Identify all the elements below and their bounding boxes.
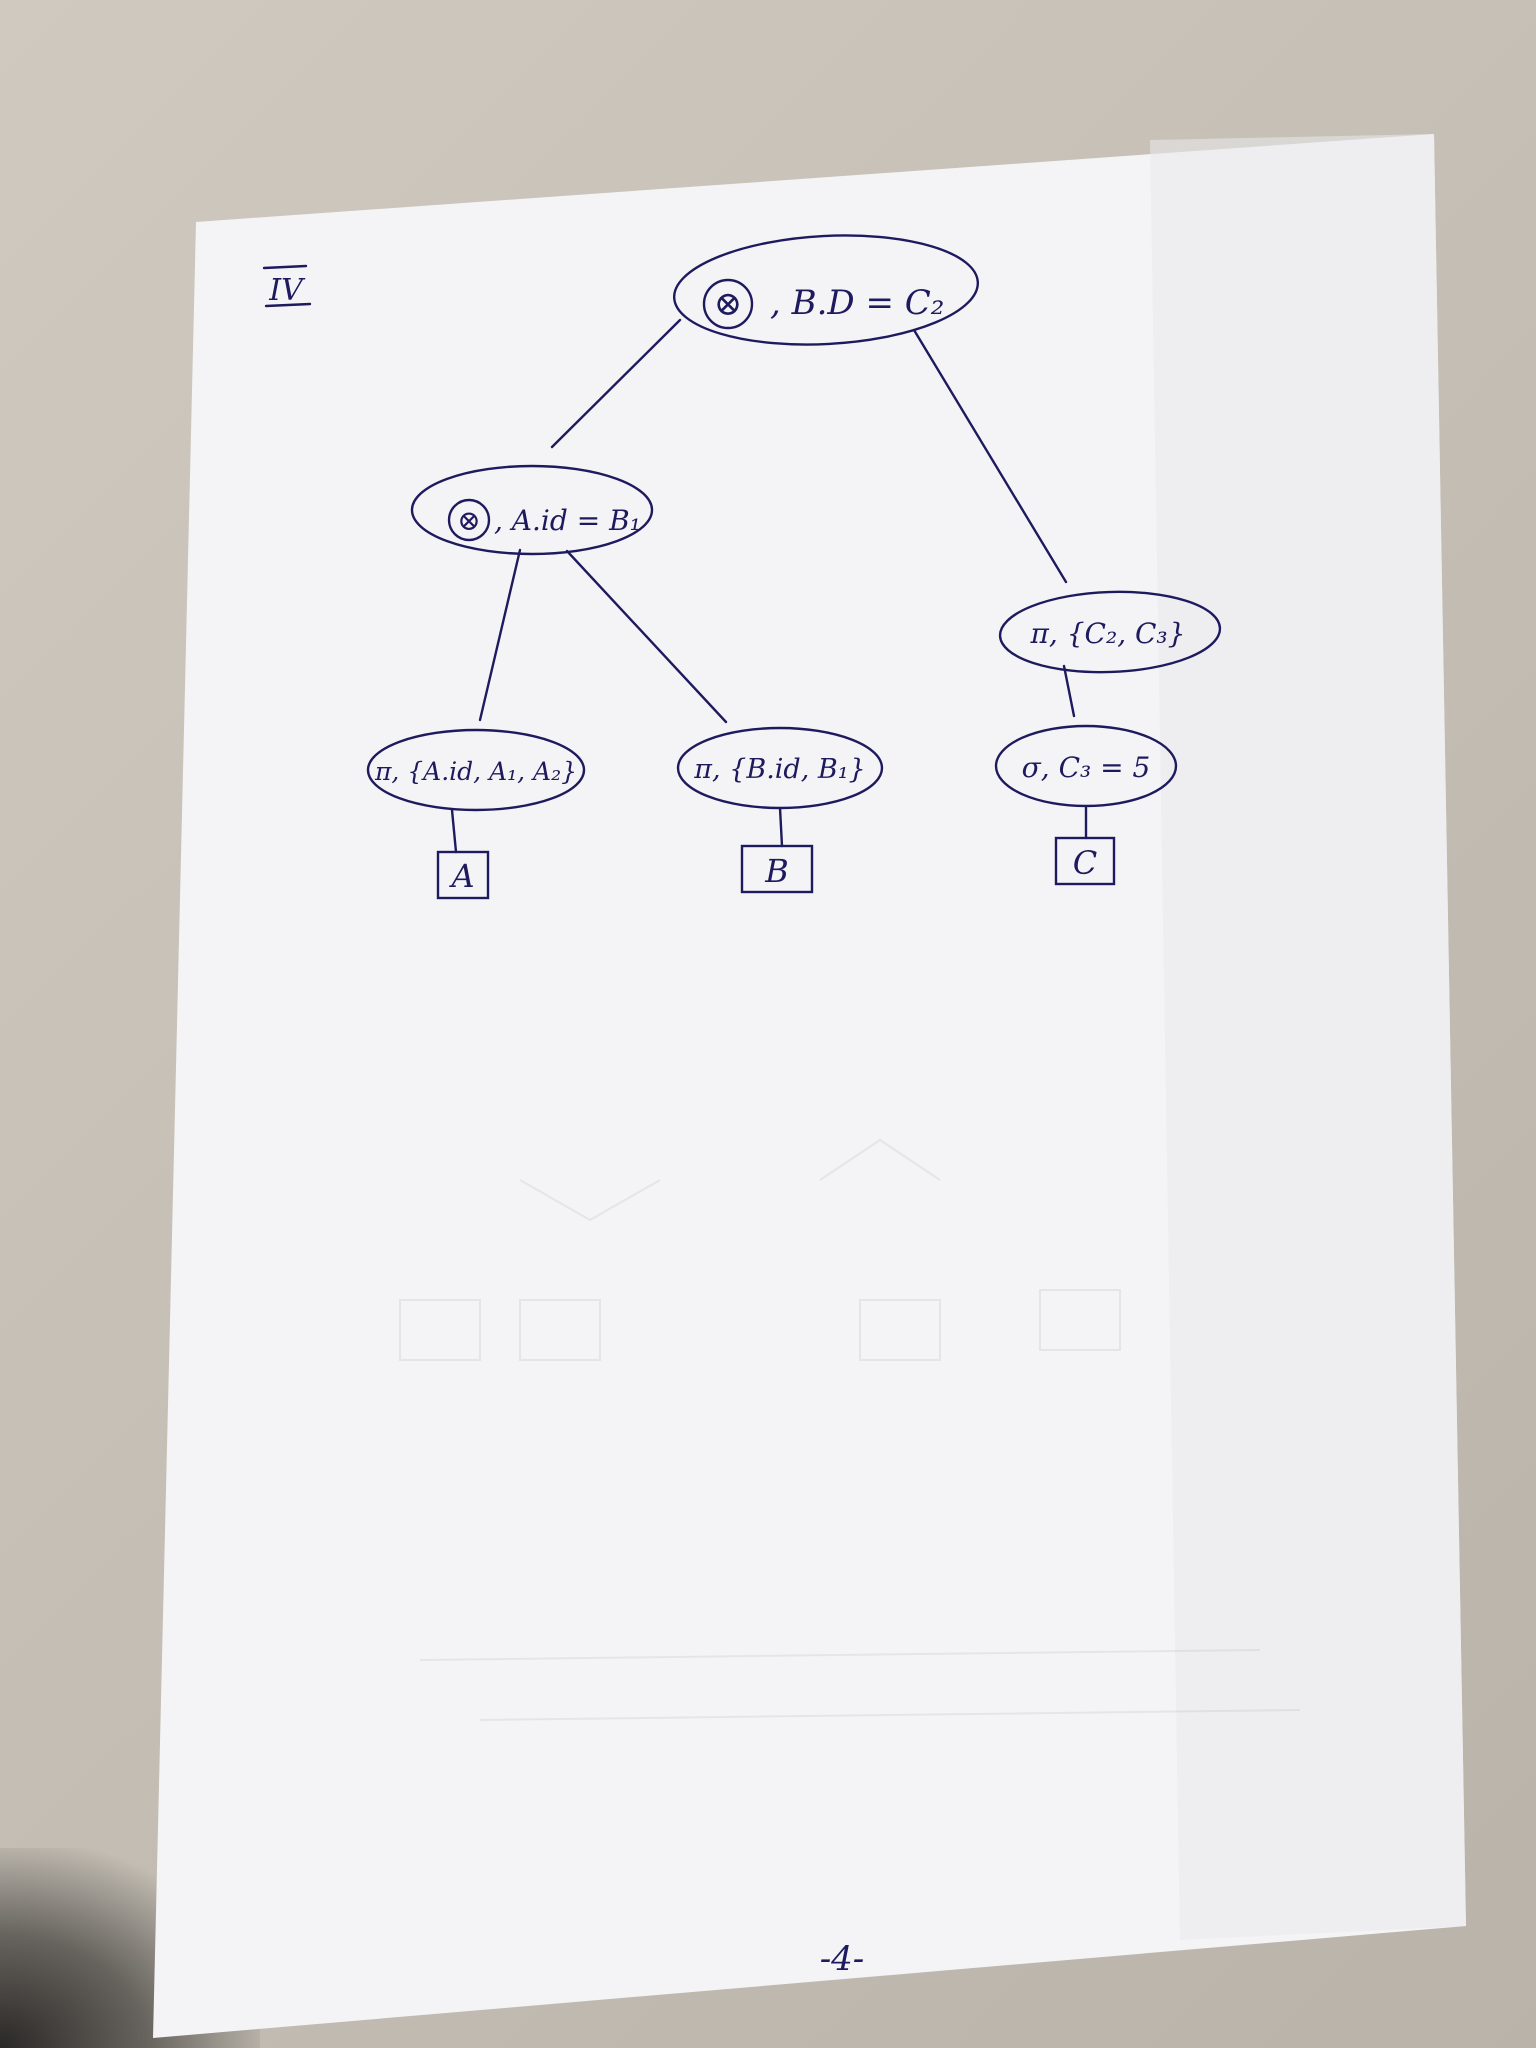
relation-c-box: [1054, 836, 1116, 886]
projection-b-node: π, {B.id, B₁}: [676, 726, 884, 810]
projection-a-label: π, {A.id, A₁, A₂}: [374, 757, 577, 786]
projection-b-label: π, {B.id, B₁}: [693, 754, 865, 785]
left-join-symbol-circle: [447, 498, 491, 542]
projection-a-node: π, {A.id, A₁, A₂}: [366, 728, 586, 812]
selection-c-node: σ, C₃ = 5: [994, 724, 1178, 808]
projection-a-ellipse: [366, 728, 586, 812]
paper-surface: [153, 134, 1466, 2038]
edge-rightproj-selectc: [1062, 664, 1076, 718]
relation-c-label: C: [1073, 844, 1097, 882]
edge-projb-b: [778, 806, 784, 848]
edge-root-leftjoin: [550, 318, 682, 449]
relation-a-label: A: [448, 857, 474, 895]
root-op-symbol: ⊗: [714, 284, 743, 324]
left-join-condition: , A.id = B₁: [494, 504, 641, 537]
left-join-ellipse: [410, 464, 654, 556]
right-projection-label: π, {C₂, C₃}: [1030, 617, 1186, 650]
join-symbol-circle: [702, 278, 754, 330]
selection-c-ellipse: [994, 724, 1178, 808]
root-condition: , B.D = C₂: [770, 283, 944, 323]
corner-mark: IV: [262, 264, 312, 308]
edge-proja-a: [450, 808, 458, 854]
tree-edges: [450, 318, 1088, 854]
right-projection-ellipse: [998, 590, 1222, 674]
relation-b-leaf: B: [740, 844, 814, 894]
selection-c-label: σ, C₃ = 5: [1022, 751, 1151, 784]
page-number: -4-: [820, 1939, 865, 1979]
root-ellipse: [672, 234, 980, 346]
projection-b-ellipse: [676, 726, 884, 810]
left-join-node: ⊗ , A.id = B₁: [410, 464, 654, 556]
relation-a-leaf: A: [436, 850, 490, 900]
right-projection-node: π, {C₂, C₃}: [998, 590, 1222, 674]
relation-a-box: [436, 850, 490, 900]
corner-mark-label: IV: [268, 273, 306, 308]
relation-c-leaf: C: [1054, 836, 1116, 886]
edge-leftjoin-projb: [565, 549, 728, 724]
bleed-through: [399, 1138, 1301, 1721]
edge-leftjoin-proja: [478, 548, 522, 722]
relation-b-box: [740, 844, 814, 894]
left-join-op-symbol: ⊗: [457, 504, 480, 537]
paper-shade: [1150, 134, 1466, 1940]
edge-root-rightproj: [912, 328, 1068, 584]
root-join-node: ⊗ , B.D = C₂: [672, 234, 980, 346]
relation-b-label: B: [764, 852, 789, 890]
